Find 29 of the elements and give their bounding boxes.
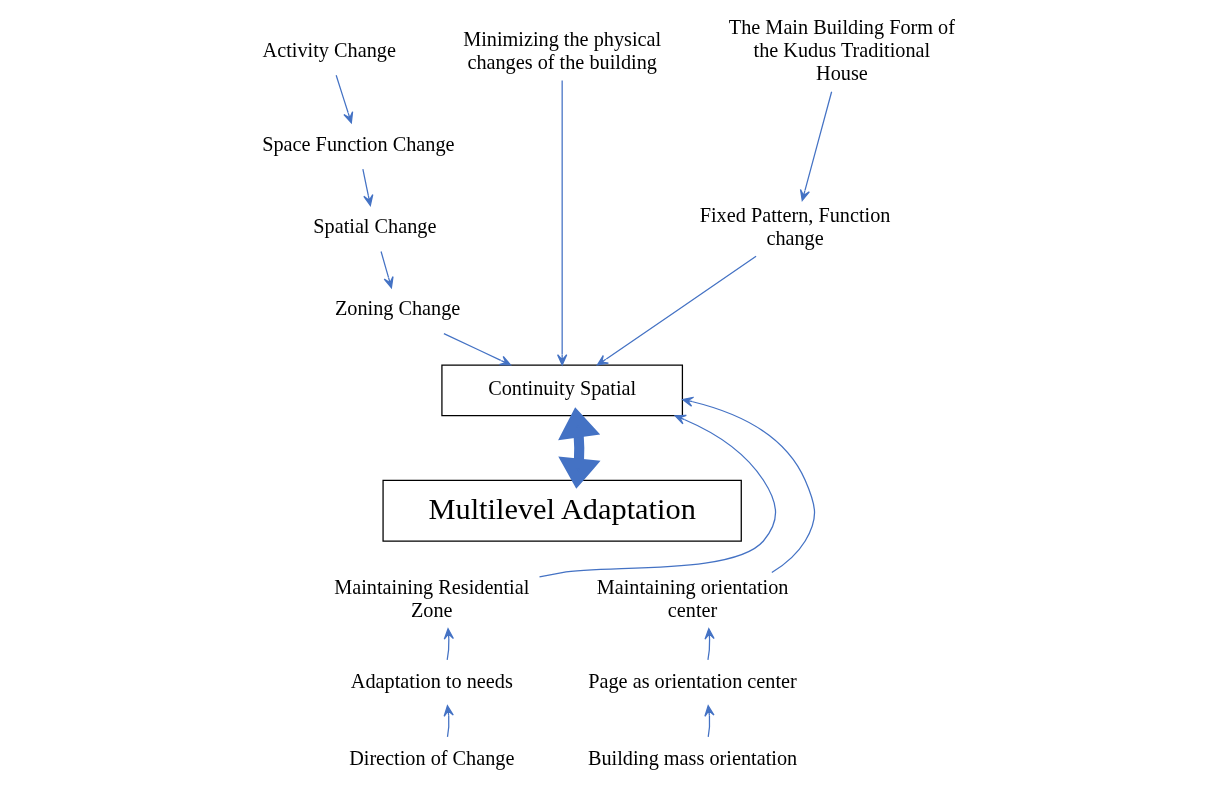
node-text: Maintaining orientation center (596, 575, 789, 621)
node-box: Multilevel Adaptation (382, 479, 742, 542)
arrow (556, 79, 568, 366)
node-text: Space Function Change (262, 132, 455, 155)
arrow (443, 333, 512, 366)
node-text: The Main Building Form of the Kudus Traditional House (728, 16, 955, 85)
arrow (704, 705, 715, 738)
node-text: Minimizing the physical changes of the building (463, 27, 662, 73)
arrow (799, 91, 833, 202)
arrow (443, 705, 454, 738)
arrow (682, 396, 816, 574)
arrow (380, 250, 394, 289)
node-text: Fixed Pattern, Function change (699, 203, 891, 249)
node-box: Continuity Spatial (441, 364, 684, 417)
arrow (596, 255, 757, 366)
node-text: Zoning Change (334, 297, 461, 320)
arrow (558, 407, 601, 489)
node-text: Building mass orientation (587, 746, 798, 769)
node-text: Adaptation to needs (350, 669, 513, 692)
node-text: Page as orientation center (588, 669, 797, 692)
arrow (443, 628, 454, 661)
arrow (538, 414, 777, 578)
arrow (704, 628, 715, 661)
node-text: Activity Change (262, 39, 396, 62)
node-text: Maintaining Residential Zone (334, 575, 530, 621)
node-text: Direction of Change (349, 746, 515, 769)
node-text: Spatial Change (313, 215, 437, 238)
arrow (362, 168, 374, 206)
arrow (335, 74, 354, 124)
